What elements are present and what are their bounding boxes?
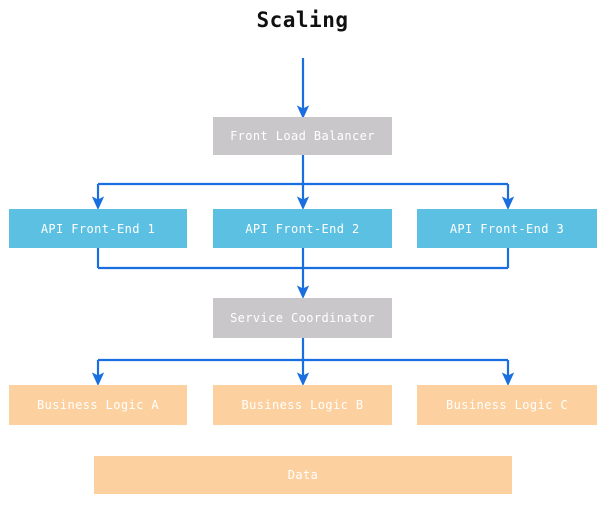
- page-title: Scaling: [256, 8, 349, 32]
- node-service-coordinator[interactable]: Service Coordinator: [213, 298, 392, 338]
- node-business-logic-c-label: Business Logic C: [446, 398, 568, 412]
- node-business-logic-b[interactable]: Business Logic B: [213, 385, 392, 425]
- node-data-store[interactable]: Data: [94, 456, 512, 494]
- node-business-logic-c[interactable]: Business Logic C: [417, 385, 597, 425]
- node-data-store-label: Data: [287, 468, 319, 482]
- node-service-coordinator-label: Service Coordinator: [230, 311, 375, 325]
- node-api-front-end-3[interactable]: API Front-End 3: [417, 209, 597, 248]
- node-api-front-end-1[interactable]: API Front-End 1: [9, 209, 187, 248]
- node-business-logic-a-label: Business Logic A: [37, 398, 159, 412]
- node-api-front-end-2-label: API Front-End 2: [245, 221, 360, 236]
- node-api-front-end-1-label: API Front-End 1: [40, 221, 156, 236]
- node-api-front-end-2[interactable]: API Front-End 2: [213, 209, 392, 248]
- node-api-front-end-3-label: API Front-End 3: [449, 221, 565, 236]
- node-front-load-balancer-label: Front Load Balancer: [230, 129, 375, 143]
- node-business-logic-b-label: Business Logic B: [241, 398, 364, 412]
- node-business-logic-a[interactable]: Business Logic A: [9, 385, 187, 425]
- node-front-load-balancer[interactable]: Front Load Balancer: [213, 117, 392, 155]
